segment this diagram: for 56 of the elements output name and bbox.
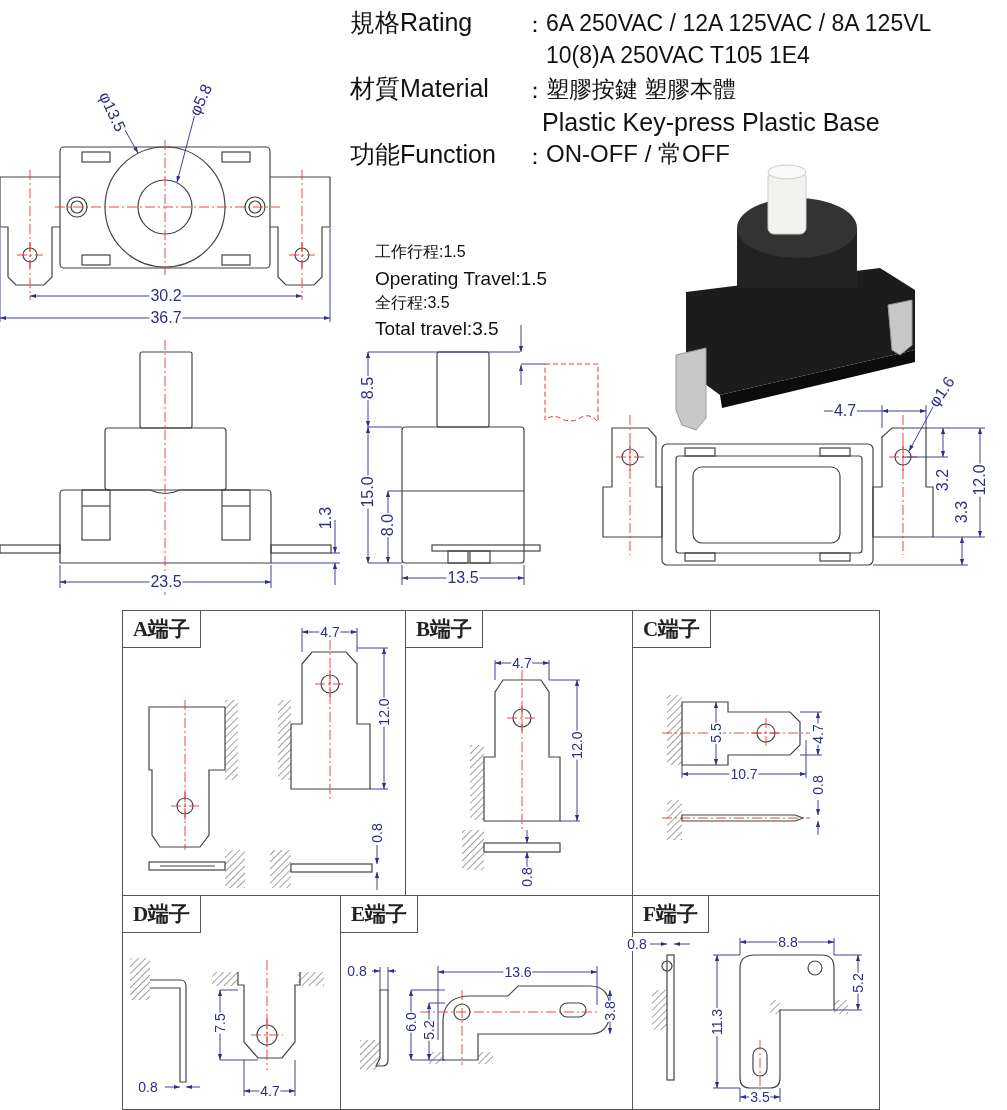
dimension-label: 0.8: [346, 964, 368, 978]
dimension-label: 4.7: [319, 625, 341, 639]
panel-heading: F端子: [633, 896, 709, 933]
dimension-label: 10.7: [729, 767, 759, 781]
dimension-label: 0.8: [370, 822, 384, 844]
travel-note: 全行程:3.5: [375, 295, 450, 311]
dimension-label: 6.0: [404, 1011, 418, 1033]
dimension-label: 13.5: [446, 570, 480, 586]
dimension-label: 30.2: [149, 288, 183, 304]
panel-heading: B端子: [406, 611, 483, 648]
spec-value: ON-OFF / 常OFF: [546, 142, 730, 166]
dimension-label: 23.5: [149, 574, 183, 590]
dimension-label: 4.7: [832, 403, 858, 419]
dimension-label: 3.5: [749, 1090, 771, 1104]
dimension-label: 5.2: [422, 1019, 436, 1041]
spec-separator: ：: [524, 14, 546, 36]
spec-heading: 材質Material: [350, 76, 489, 101]
dimension-label: 13.6: [503, 965, 533, 979]
dimension-label: 0.8: [626, 937, 648, 951]
panel-heading: D端子: [123, 896, 202, 933]
dimension-label: 12.0: [570, 730, 584, 760]
dimension-label: 3.8: [603, 1000, 617, 1022]
dimension-label: 15.0: [360, 475, 376, 509]
spec-separator: ：: [524, 146, 546, 168]
dimension-label: 5.2: [851, 972, 865, 994]
dimension-label: 3.3: [954, 499, 970, 525]
dimension-label: 11.3: [710, 1007, 724, 1037]
dimension-label: 1.3: [318, 505, 334, 531]
spec-value: 10(8)A 250VAC T105 1E4: [546, 44, 810, 67]
dimension-label: 4.7: [811, 723, 825, 745]
panel-heading: E端子: [341, 896, 418, 933]
dimension-label: 5.5: [709, 722, 723, 744]
dimension-label: 0.8: [811, 774, 825, 796]
panel-heading: A端子: [123, 611, 202, 648]
spec-separator: ：: [524, 80, 546, 102]
dimension-label: 8.5: [360, 375, 376, 401]
dimension-label: 8.0: [380, 512, 396, 538]
dimension-label: 0.8: [520, 866, 534, 888]
spec-value: Plastic Key-press Plastic Base: [542, 110, 880, 135]
spec-value: 塑膠按鍵 塑膠本體: [546, 78, 737, 101]
travel-note: 工作行程:1.5: [375, 244, 466, 260]
dimension-label: 12.0: [377, 697, 391, 727]
travel-note: Operating Travel:1.5: [375, 269, 548, 288]
dimension-label: 12.0: [972, 463, 988, 497]
panel-heading: C端子: [633, 611, 712, 648]
dimension-label: 4.7: [511, 656, 533, 670]
dimension-label: 36.7: [149, 310, 183, 326]
travel-note: Total travel:3.5: [375, 319, 499, 338]
dimension-label: 8.8: [777, 935, 799, 949]
spec-heading: 規格Rating: [350, 10, 473, 35]
dimension-label: 7.5: [213, 1012, 227, 1034]
dimension-label: 4.7: [259, 1084, 281, 1098]
spec-value: 6A 250VAC / 12A 125VAC / 8A 125VL: [546, 12, 932, 35]
dimension-label: 0.8: [137, 1080, 159, 1094]
spec-heading: 功能Function: [350, 142, 496, 167]
dimension-label: 3.2: [935, 467, 951, 493]
